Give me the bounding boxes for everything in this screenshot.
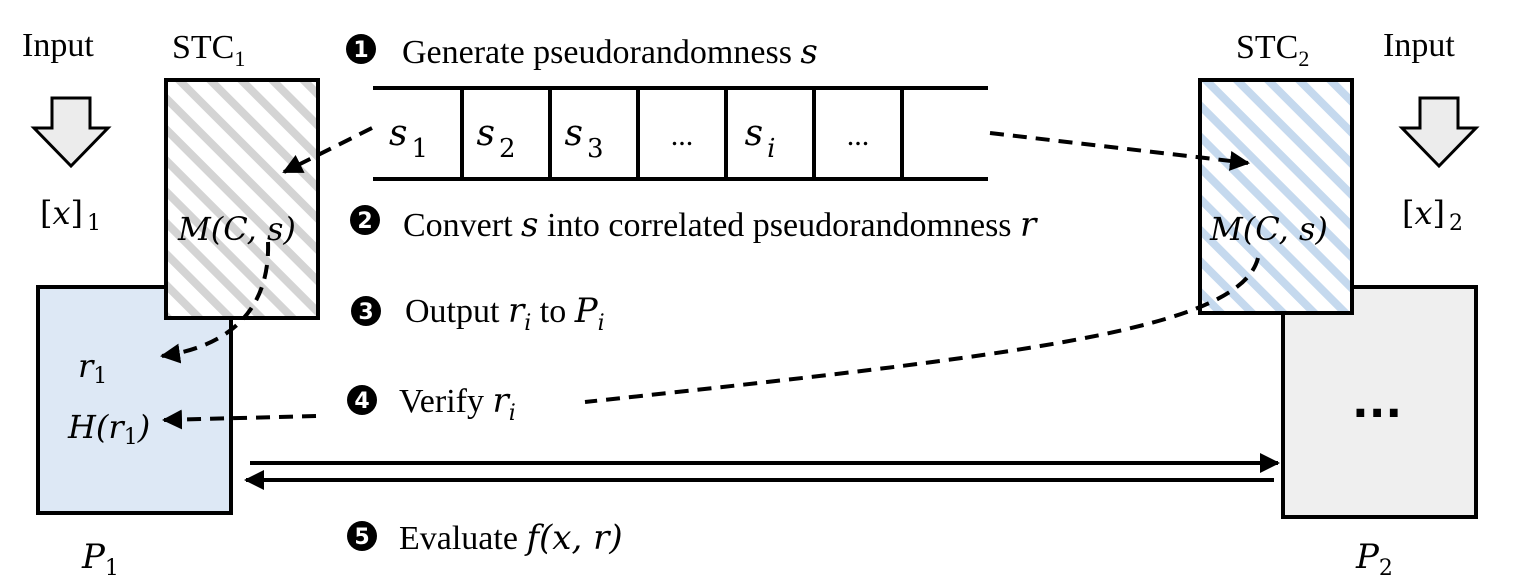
stc1-title: STC1: [172, 29, 245, 71]
step-2-bullet-icon: [350, 205, 380, 235]
p1-name: P1: [81, 537, 119, 581]
p2-name: P2: [1355, 537, 1393, 581]
svg-text:2: 2: [357, 209, 372, 234]
step-1-bullet-icon: [346, 34, 376, 64]
stc1-box: [164, 78, 320, 320]
stc2-title: STC2: [1236, 29, 1309, 71]
p1-r-label: r1: [78, 347, 107, 389]
step-5: 5 Evaluate f(x, r): [347, 518, 623, 558]
step-1-text: Generate pseudorandomness s: [402, 32, 818, 72]
right-share-sub: 2: [1449, 211, 1463, 236]
tape-to-stc2-arrow: [989, 131, 1250, 171]
step-4-bullet-icon: [347, 385, 377, 415]
step-4-text: Verify ri: [399, 381, 516, 426]
step-4: 4 Verify ri: [347, 381, 516, 426]
stc1-content: M(C, s): [177, 210, 296, 248]
left-share: [x]1: [40, 194, 101, 236]
p1-h-label: H(r1): [67, 408, 150, 450]
tape-cell-label: ...: [847, 119, 870, 152]
svg-text:5: 5: [354, 525, 369, 550]
step-1: 1 Generate pseudorandomness s: [346, 32, 818, 72]
verify-to-p1-arrow: [162, 409, 317, 430]
step-3-bullet-icon: [351, 296, 381, 326]
right-input-label: Input: [1383, 27, 1455, 64]
right-input-arrow-icon: [1398, 96, 1480, 169]
party-p2-box: [1281, 285, 1478, 519]
left-input-arrow-icon: [30, 96, 112, 169]
tape-to-stc1-arrow: [282, 126, 373, 174]
svg-text:4: 4: [354, 389, 369, 414]
stc2-verify-curve: [584, 257, 1260, 404]
step-2: 2 Convert s into correlated pseudorandom…: [350, 205, 1038, 245]
svg-text:1: 1: [353, 38, 368, 63]
svg-text:3: 3: [358, 300, 373, 325]
step-3: 3 Output ri to Pi: [351, 291, 605, 336]
step-2-text: Convert s into correlated pseudorandomne…: [403, 205, 1038, 245]
step-5-text: Evaluate f(x, r): [399, 518, 623, 558]
stc2-content: M(C, s): [1209, 210, 1328, 248]
stc1-to-p1-arrow: [160, 241, 271, 364]
step-3-text: Output ri to Pi: [405, 291, 605, 336]
left-share-sub: 1: [87, 211, 101, 236]
p2-ellipsis: ···: [1352, 388, 1402, 439]
stc2-box: [1198, 78, 1354, 315]
party-p1-box: [36, 285, 233, 515]
tape-cell-label: ...: [671, 119, 694, 152]
left-input-label: Input: [22, 27, 94, 64]
right-share: [x]2: [1402, 194, 1463, 236]
step-5-bullet-icon: [347, 521, 377, 551]
